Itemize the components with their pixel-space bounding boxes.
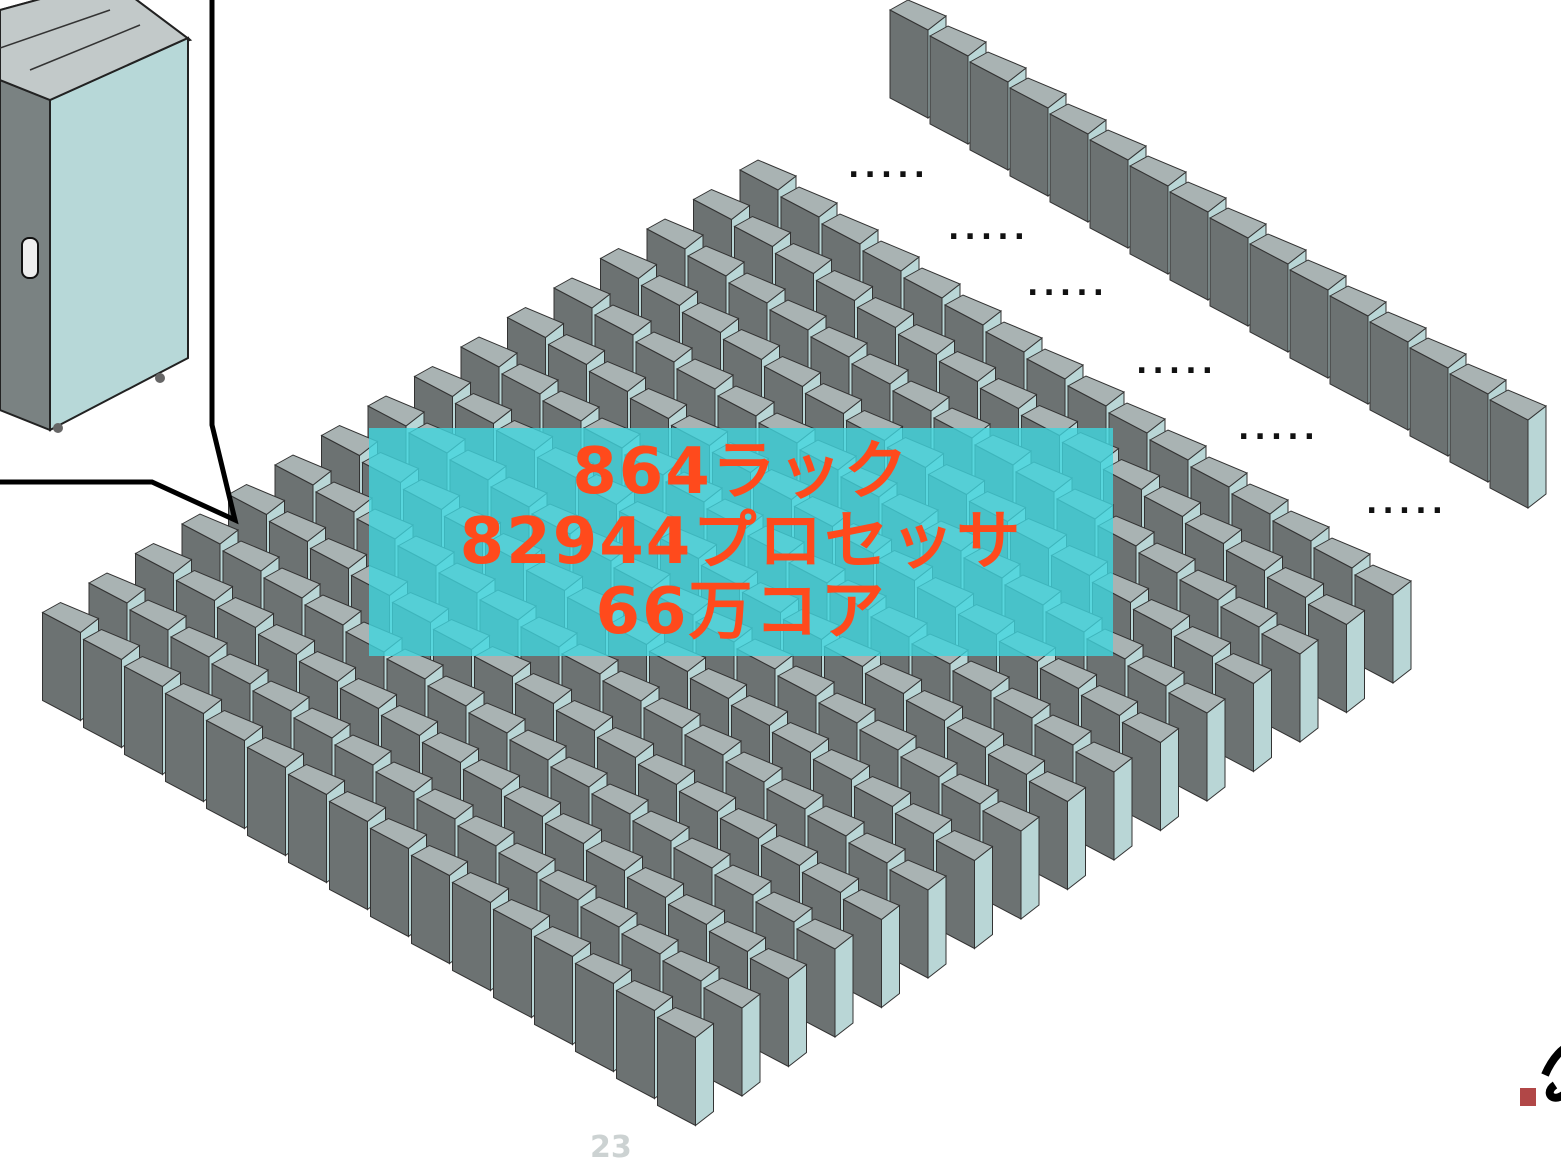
processor-count: 82944プロセッサ (459, 505, 1023, 579)
continuation-dots-5: ..... (1238, 412, 1320, 447)
rack (1488, 389, 1547, 510)
page-number: 23 (590, 1130, 632, 1165)
continuation-dots-4: ..... (1136, 346, 1218, 381)
stats-overlay: 864ラック 82944プロセッサ 66万コア (369, 428, 1113, 656)
core-count: 66万コア (595, 575, 887, 649)
rack (1028, 770, 1087, 891)
seal-logo (1520, 1046, 1561, 1106)
continuation-dots-3: ..... (1027, 268, 1109, 303)
callout-outline (0, 0, 239, 525)
continuation-dots-6: ..... (1366, 486, 1448, 521)
single-rack-callout (0, 0, 239, 525)
continuation-dots-1: ..... (848, 150, 930, 185)
rack (656, 1006, 715, 1127)
rack (1353, 564, 1412, 685)
continuation-dots-2: ..... (948, 212, 1030, 247)
rack-row-far (888, 0, 1547, 510)
rack-count: 864ラック (572, 435, 910, 509)
rack-closeup (0, 0, 193, 433)
